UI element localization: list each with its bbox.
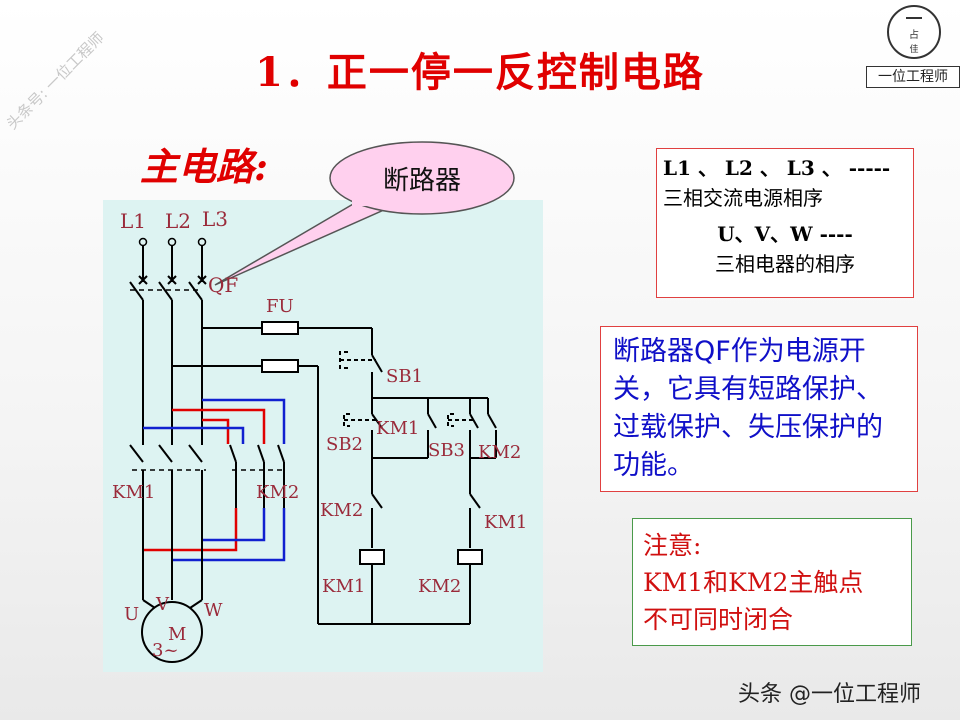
footer-watermark: 头条 @一位工程师 <box>738 682 921 707</box>
motor-m-label: M <box>168 624 186 645</box>
phase-info-line1: L1 、 L2 、 L3 、 ----- <box>663 156 891 180</box>
qf-description-text: 断路器QF作为电源开关，它具有短路保护、过载保护、失压保护的功能。 <box>613 336 883 481</box>
page-title: 1．正一停一反控制电路 <box>255 49 705 96</box>
reverse-red-wires <box>143 408 266 552</box>
svg-text:占: 占 <box>909 28 919 41</box>
motor-term-v: V <box>155 594 170 615</box>
bubble-label: 断路器 <box>382 166 461 196</box>
km1-interlock-label: KM1 <box>484 512 527 533</box>
phase-info-box: L1 、 L2 、 L3 、 ----- 三相交流电源相序 U、V、W ----… <box>656 148 914 298</box>
qf-description-box: 断路器QF作为电源开关，它具有短路保护、过载保护、失压保护的功能。 <box>600 326 918 492</box>
coil-km1-label: KM1 <box>322 576 365 597</box>
reverse-blue-wires <box>143 398 286 562</box>
motor-symbol <box>141 599 203 663</box>
km2-interlock-label: KM2 <box>320 500 363 521</box>
terminal-l2 <box>167 237 177 247</box>
main-power-lines <box>129 246 207 445</box>
bubble-callout <box>214 141 515 286</box>
logo-caption: 一位工程师 <box>866 66 960 88</box>
terminal-l3 <box>197 237 207 247</box>
control-wires <box>172 321 497 625</box>
svg-text:佳: 佳 <box>909 43 918 55</box>
brand-logo: 占 佳 <box>866 2 958 90</box>
motor-term-u: U <box>124 604 139 625</box>
note-line3: 不可同时闭合 <box>643 605 794 634</box>
note-line1: 注意: <box>643 531 702 560</box>
phase-label-l3: L3 <box>202 207 228 231</box>
km2-aux-label: KM2 <box>478 442 521 463</box>
phase-label-l1: L1 <box>120 209 146 233</box>
km1-aux-label: KM1 <box>376 418 419 439</box>
note-line2: KM1和KM2主触点 <box>643 568 864 597</box>
sb1-label: SB1 <box>386 366 423 387</box>
logo-seal-icon: 占 佳 <box>887 5 941 59</box>
km1-main-label: KM1 <box>112 482 155 503</box>
fu-label: FU <box>266 296 294 317</box>
main-circuit-label: 主电路: <box>140 144 269 189</box>
phase-label-l2: L2 <box>165 209 191 233</box>
note-box: 注意: KM1和KM2主触点 不可同时闭合 <box>632 518 912 646</box>
km2-main-label: KM2 <box>256 482 299 503</box>
terminal-l1 <box>138 237 148 247</box>
coil-km2-label: KM2 <box>418 576 461 597</box>
sb3-label: SB3 <box>428 440 465 461</box>
sb2-label: SB2 <box>326 434 363 455</box>
phase-info-line3: U、V、W ---- <box>717 222 853 246</box>
main-contacts <box>129 444 203 600</box>
motor-phase-label: 3~ <box>152 640 179 661</box>
phase-info-line4: 三相电器的相序 <box>715 252 855 276</box>
phase-info-line2: 三相交流电源相序 <box>663 186 823 210</box>
qf-label: QF <box>208 273 238 297</box>
motor-term-w: W <box>204 600 223 621</box>
